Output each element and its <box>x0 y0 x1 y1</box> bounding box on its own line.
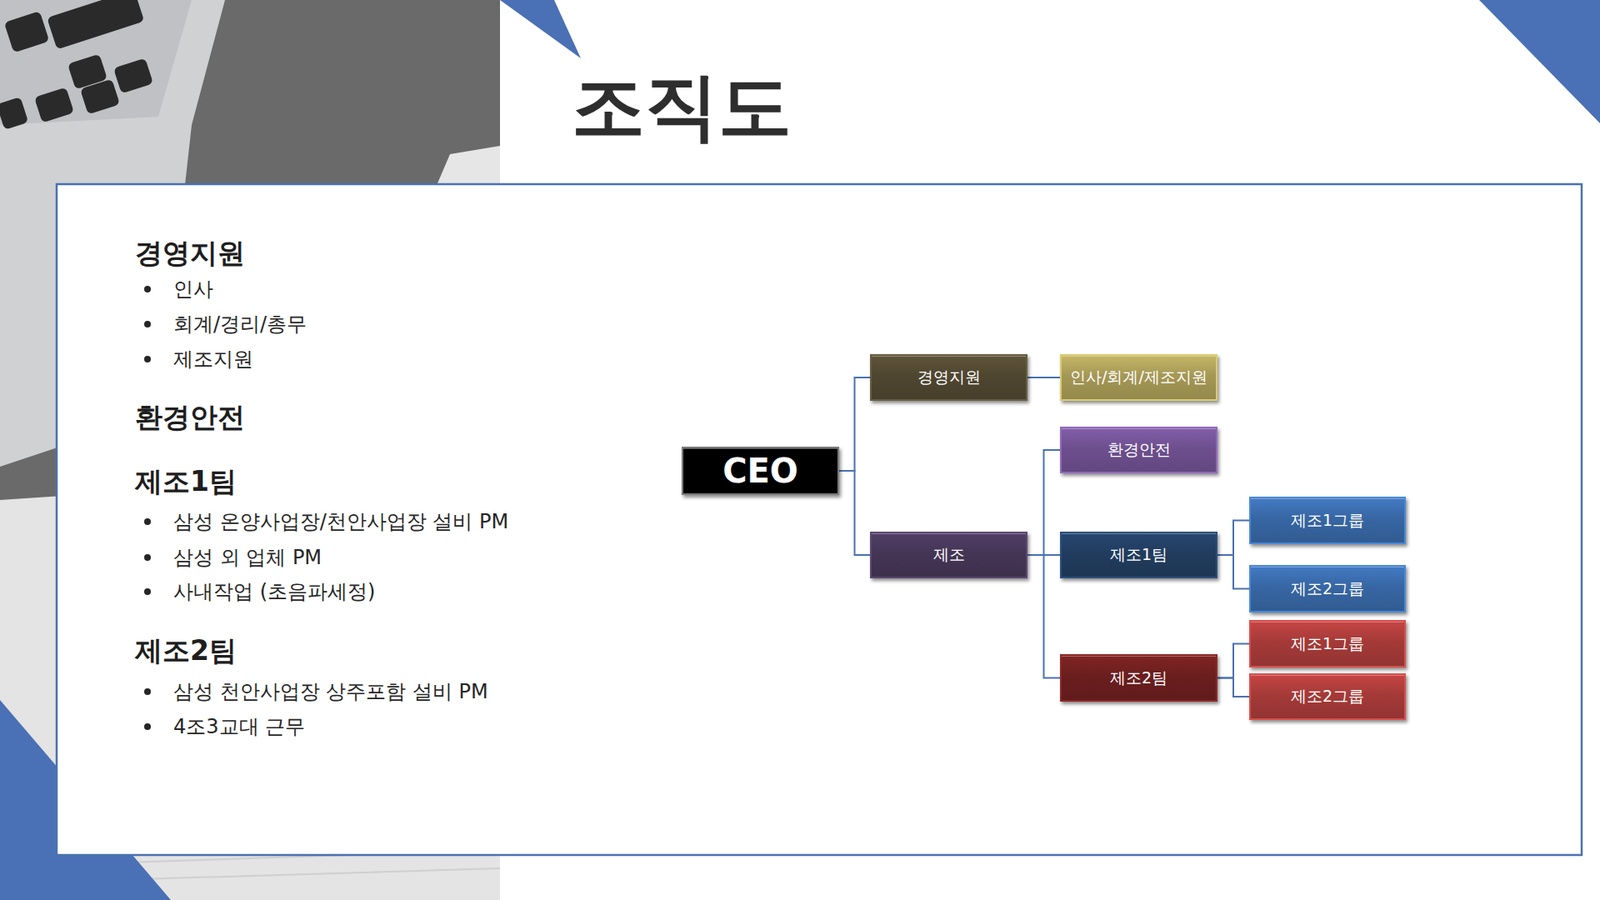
bullet-dot <box>144 554 151 561</box>
key <box>34 87 75 124</box>
slide-title: 조직도 <box>571 65 792 149</box>
box-label: 제조1그룹 <box>1290 633 1365 655</box>
key <box>4 10 50 53</box>
accent-triangle <box>1479 0 1600 124</box>
org-connector <box>1217 644 1250 679</box>
section-heading: 제조2팀 <box>135 632 237 670</box>
box-label: 제조 <box>933 544 965 566</box>
box-label: 제조1그룹 <box>1290 510 1365 532</box>
org-box: 제조1그룹 <box>1249 496 1406 545</box>
bullet-item: 삼성 온양사업장/천안사업장 설비 PM <box>173 507 509 536</box>
bullet-dot <box>144 285 151 293</box>
bullet-item: 회계/경리/총무 <box>173 310 307 339</box>
box-label: 환경안전 <box>1107 439 1171 461</box>
org-box: 인사/회계/제조지원 <box>1060 354 1218 401</box>
org-connector <box>1027 376 1060 379</box>
org-box: 제조1팀 <box>1060 531 1218 579</box>
box-label: 경영지원 <box>917 366 981 389</box>
org-box: 제조2그룹 <box>1249 673 1406 720</box>
content-panel <box>56 184 1582 855</box>
org-box: 환경안전 <box>1060 426 1218 474</box>
bullet-dot <box>144 320 151 328</box>
box-label: 제조2그룹 <box>1290 685 1365 708</box>
org-box: 제조2그룹 <box>1249 565 1406 613</box>
box-label: 제조2그룹 <box>1290 578 1365 600</box>
box-label: 제조2팀 <box>1110 667 1168 690</box>
section-heading: 경영지원 <box>135 235 245 272</box>
bullet-item: 삼성 외 업체 PM <box>173 543 322 572</box>
org-connector <box>1217 520 1250 556</box>
bullet-dot <box>144 688 151 695</box>
org-connector <box>1027 450 1060 555</box>
org-connector <box>1217 678 1250 698</box>
org-connector <box>839 470 870 555</box>
org-connector <box>1217 555 1250 590</box>
bullet-item: 4조3교대 근무 <box>173 712 305 741</box>
box-label: 제조1팀 <box>1110 544 1168 566</box>
paper-corner <box>437 145 500 184</box>
key <box>0 96 29 130</box>
org-box: 경영지원 <box>870 354 1028 401</box>
bullet-dot <box>144 723 151 730</box>
org-connector <box>839 377 870 471</box>
ceo-box: CEO <box>681 446 840 495</box>
ceo-label: CEO <box>722 451 799 490</box>
section-heading: 환경안전 <box>135 399 245 436</box>
bullet-item: 사내작업 (초음파세정) <box>173 577 375 606</box>
bullet-dot <box>144 518 151 525</box>
bullet-item: 제조지원 <box>173 345 254 374</box>
key <box>113 58 154 95</box>
org-connector <box>1027 555 1060 679</box>
bullet-dot <box>144 355 151 363</box>
box-label: 인사/회계/제조지원 <box>1070 366 1208 389</box>
org-box: 제조2팀 <box>1060 654 1218 702</box>
key <box>80 79 120 115</box>
bullet-dot <box>144 588 151 595</box>
bullet-item: 삼성 천안사업장 상주포함 설비 PM <box>173 677 489 706</box>
key <box>46 0 145 50</box>
section-heading: 제조1팀 <box>135 463 237 500</box>
accent-triangle <box>500 0 581 59</box>
bullet-item: 인사 <box>173 275 214 304</box>
org-box: 제조1그룹 <box>1249 620 1406 668</box>
org-box: 제조 <box>870 531 1028 579</box>
